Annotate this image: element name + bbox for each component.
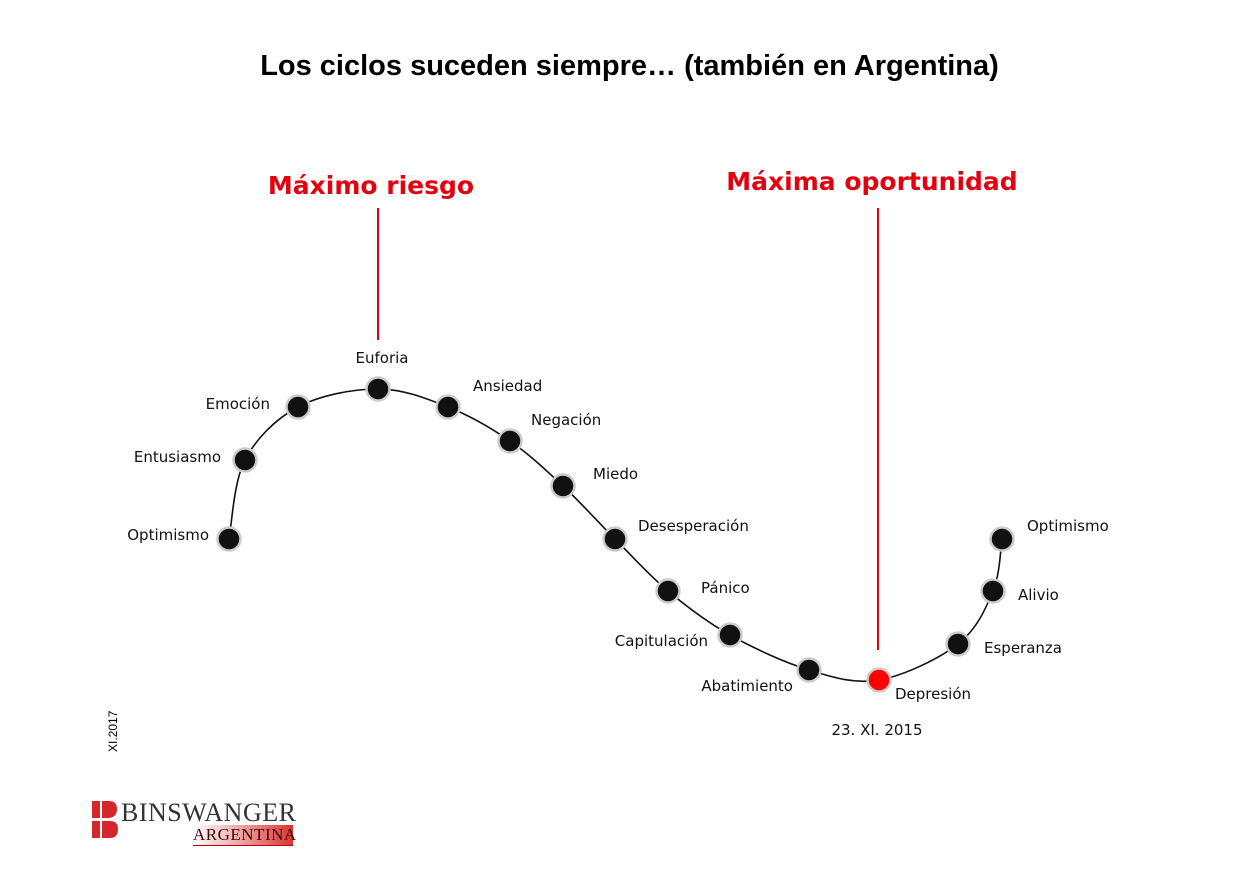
stage-node xyxy=(285,394,311,420)
opportunity-callout-label: Máxima oportunidad xyxy=(726,167,1017,196)
stage-node xyxy=(980,578,1006,604)
current-date-label: 23. XI. 2015 xyxy=(831,721,922,739)
stage-node xyxy=(989,526,1015,552)
stage-label: Ansiedad xyxy=(473,377,542,395)
stage-node xyxy=(866,667,892,693)
logo-sub-banner: ARGENTINA xyxy=(193,825,297,846)
stage-node xyxy=(216,526,242,552)
stage-label: Desesperación xyxy=(638,517,749,535)
stage-nodes: Optimismo Entusiasmo Emoción EuforiaAnsieda… xyxy=(127,349,1109,703)
stage-label: Euforia xyxy=(356,349,409,367)
stage-label: Abatimiento xyxy=(701,677,793,695)
stage-label: Alivio xyxy=(1018,586,1059,604)
binswanger-logo-icon xyxy=(92,801,118,838)
stage-node xyxy=(232,447,258,473)
logo-name: BINSWANGER xyxy=(121,798,297,827)
stage-node xyxy=(717,622,743,648)
stage-label: Negación xyxy=(531,411,601,429)
logo-sub: ARGENTINA xyxy=(193,825,297,844)
risk-callout-label: Máximo riesgo xyxy=(268,171,474,200)
stage-label: Depresión xyxy=(895,685,971,703)
stage-label: Pánico xyxy=(701,579,750,597)
stage-label: Entusiasmo xyxy=(134,448,221,466)
stage-node xyxy=(550,473,576,499)
stage-label: Emoción xyxy=(206,395,270,413)
side-date-label: XI.2017 xyxy=(106,710,120,752)
stage-label: Optimismo xyxy=(1027,517,1109,535)
stage-node xyxy=(435,394,461,420)
stage-label: Capitulación xyxy=(615,632,708,650)
stage-node xyxy=(497,428,523,454)
stage-node xyxy=(945,631,971,657)
stage-node xyxy=(796,657,822,683)
stage-node xyxy=(365,376,391,402)
stage-label: Miedo xyxy=(593,465,638,483)
stage-label: Esperanza xyxy=(984,639,1062,657)
page-title: Los ciclos suceden siempre… (también en … xyxy=(260,50,999,82)
stage-label: Optimismo xyxy=(127,526,209,544)
binswanger-logo: BINSWANGER ARGENTINA xyxy=(91,798,311,848)
stage-node xyxy=(655,578,681,604)
stage-node xyxy=(602,526,628,552)
